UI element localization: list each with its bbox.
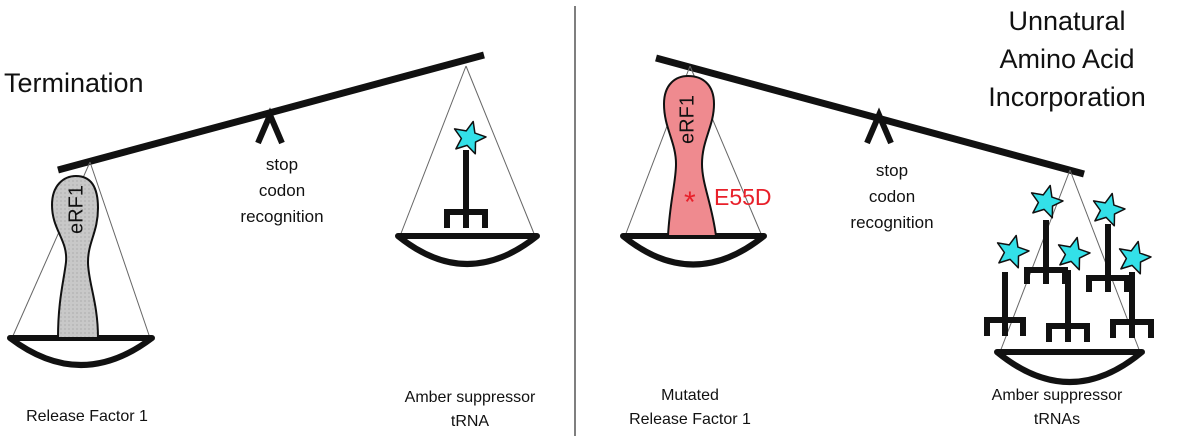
caption-line: Amber suppressor: [404, 389, 536, 406]
star-shape: [996, 234, 1030, 269]
mutated-release-factor-caption: Mutated Release Factor 1: [600, 384, 780, 432]
termination-title: Termination: [4, 68, 144, 98]
amino-acid-star-icon: [453, 120, 487, 155]
amber-suppressor-trnas-caption: Amber suppressor tRNAs: [962, 384, 1152, 432]
title-line: Unnatural: [1008, 6, 1126, 36]
right-pan-bowl: [395, 233, 540, 267]
erf1-label: eRF1: [65, 185, 88, 234]
star-shape: [1118, 240, 1152, 275]
trnas-pan-bowl: [994, 349, 1145, 385]
amino-acid-star-icon: [1057, 236, 1091, 271]
star-shape: [453, 120, 487, 155]
right-pan-string: [399, 65, 467, 237]
star-shape: [1092, 192, 1126, 227]
caption-line: Release Factor 1: [629, 411, 751, 428]
fulcrum-label-line: stop: [875, 161, 909, 180]
caption-line: Mutated: [661, 387, 719, 404]
mutation-label: E55D: [714, 184, 772, 210]
amino-acid-star-icon: [1092, 192, 1126, 227]
caption-line: tRNA: [450, 413, 490, 430]
trna-group: [984, 220, 1154, 342]
fulcrum-label-line: codon: [258, 181, 306, 200]
right-fulcrum: [864, 107, 894, 145]
right-pan-string: [465, 65, 536, 237]
erf1-protein-shape: [50, 174, 100, 339]
fulcrum-label-line: codon: [868, 187, 916, 206]
star-shape: [1057, 236, 1091, 271]
right-fulcrum-label: stop codon recognition: [842, 158, 942, 236]
fulcrum-label-line: recognition: [240, 207, 324, 226]
right-balance-beam: [655, 54, 1085, 178]
release-factor-caption: Release Factor 1: [26, 408, 148, 425]
title-line: Amino Acid: [999, 44, 1135, 74]
mutation-asterisk: *: [684, 186, 696, 219]
unnatural-amino-acid-title: Unnatural Amino Acid Incorporation: [958, 2, 1176, 116]
amino-acid-star-icon: [1030, 184, 1064, 219]
left-pan-bowl: [7, 335, 155, 368]
caption-line: Amber suppressor: [991, 387, 1123, 404]
caption-line: tRNAs: [1033, 411, 1081, 428]
star-shape: [1030, 184, 1064, 219]
mutant-erf1-label: eRF1: [676, 95, 699, 144]
left-fulcrum: [255, 107, 285, 145]
trna-icon: [444, 150, 488, 228]
title-line: Incorporation: [988, 82, 1146, 112]
amino-acid-star-icon: [996, 234, 1030, 269]
amber-suppressor-caption: Amber suppressor tRNA: [380, 386, 560, 434]
mutant-erf1-protein-shape: [662, 74, 718, 237]
left-fulcrum-label: stop codon recognition: [232, 152, 332, 230]
mutant-pan-bowl: [620, 233, 767, 268]
amino-acid-star-icon: [1118, 240, 1152, 275]
fulcrum-label-line: recognition: [850, 213, 934, 232]
fulcrum-label-line: stop: [265, 155, 299, 174]
left-pan-string: [89, 161, 151, 339]
